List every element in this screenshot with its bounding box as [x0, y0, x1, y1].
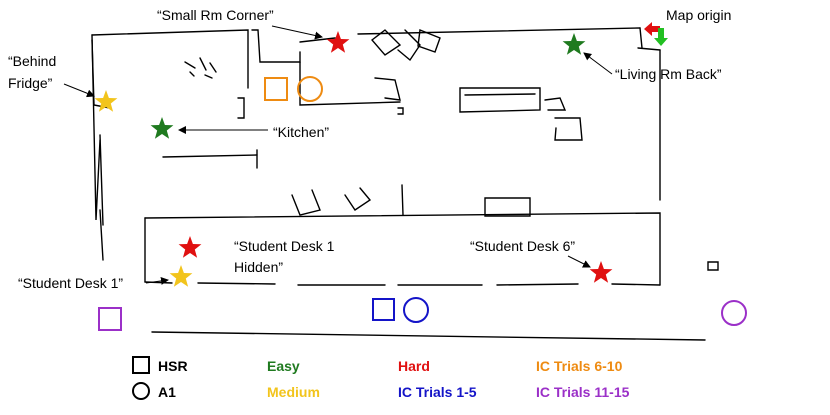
label-student-desk-1-hidden-line2: Hidden”	[234, 259, 283, 275]
star-student-desk-6-icon	[589, 261, 613, 283]
legend: HSR A1 Easy Medium Hard IC Trials 1-5 IC…	[132, 356, 630, 400]
ic6-10-a1-circle	[297, 76, 323, 102]
legend-square-icon	[132, 356, 150, 374]
ic1-5-hsr-square	[372, 298, 395, 321]
star-student-desk-1-icon	[169, 265, 193, 287]
label-living-rm-back: “Living Rm Back”	[615, 66, 722, 82]
origin-x-arrow	[644, 22, 660, 36]
label-student-desk-1-hidden-line1: “Student Desk 1	[234, 238, 335, 254]
origin-y-arrow	[654, 28, 668, 46]
legend-ic-trials-6-10: IC Trials 6-10	[536, 358, 623, 374]
legend-hard: Hard	[398, 358, 430, 374]
star-behind-fridge-icon	[94, 90, 118, 112]
ic1-5-a1-circle	[403, 297, 429, 323]
legend-a1: A1	[158, 384, 176, 400]
label-student-desk-6: “Student Desk 6”	[470, 238, 575, 254]
label-behind-fridge-line1: “Behind	[8, 53, 56, 69]
ic11-15-a1-circle	[721, 300, 747, 326]
legend-easy: Easy	[267, 358, 300, 374]
ic11-15-hsr-square	[98, 307, 122, 331]
legend-ic-trials-11-15: IC Trials 11-15	[536, 384, 630, 400]
legend-circle-icon	[132, 382, 150, 400]
legend-medium: Medium	[267, 384, 320, 400]
map-origin-arrows	[644, 22, 668, 46]
ic6-10-hsr-square	[264, 77, 288, 101]
star-living-rm-back-icon	[562, 33, 586, 55]
furniture	[184, 29, 719, 271]
star-student-desk-1-hidden-icon	[178, 236, 202, 258]
label-small-rm-corner: “Small Rm Corner”	[157, 7, 274, 23]
label-kitchen: “Kitchen”	[273, 124, 329, 140]
floor-plan-walls	[91, 27, 706, 341]
legend-hsr: HSR	[158, 358, 188, 374]
label-map-origin: Map origin	[666, 7, 731, 23]
star-small-rm-corner-icon	[326, 31, 350, 53]
label-behind-fridge-line2: Fridge”	[8, 75, 53, 91]
star-kitchen-icon	[150, 117, 174, 139]
legend-ic-trials-1-5: IC Trials 1-5	[398, 384, 477, 400]
label-student-desk-1: “Student Desk 1”	[18, 275, 123, 291]
